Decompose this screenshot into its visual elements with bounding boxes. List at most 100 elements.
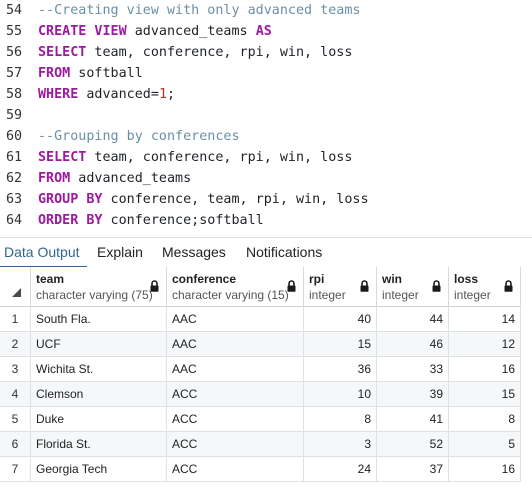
sql-identifier: team, conference, rpi, win, loss: [86, 45, 353, 60]
line-number: 54: [6, 3, 23, 18]
cell-win[interactable]: 44: [377, 307, 449, 332]
cell-win[interactable]: 37: [377, 457, 449, 482]
cell-team[interactable]: UCF: [31, 332, 167, 357]
cell-loss[interactable]: 14: [449, 307, 521, 332]
cell-conference[interactable]: AAC: [167, 332, 304, 357]
cell-conference[interactable]: ACC: [167, 407, 304, 432]
sql-keyword: GROUP BY: [38, 192, 103, 207]
code-text: --Grouping by conferences: [38, 126, 240, 147]
cell-team[interactable]: Georgia Tech: [31, 457, 167, 482]
cell-win[interactable]: 52: [377, 432, 449, 457]
line-number: 62: [6, 171, 23, 186]
column-type: integer: [382, 288, 419, 302]
sql-keyword: AS: [255, 24, 272, 39]
cell-team[interactable]: South Fla.: [31, 307, 167, 332]
row-number[interactable]: 5: [0, 407, 31, 432]
cell-win[interactable]: 39: [377, 382, 449, 407]
cell-team[interactable]: Duke: [31, 407, 167, 432]
cell-rpi[interactable]: 15: [304, 332, 377, 357]
cell-loss[interactable]: 16: [449, 457, 521, 482]
column-name: win: [382, 272, 402, 286]
row-number[interactable]: 3: [0, 357, 31, 382]
cell-win[interactable]: 41: [377, 407, 449, 432]
cell-loss[interactable]: 12: [449, 332, 521, 357]
cell-conference[interactable]: ACC: [167, 432, 304, 457]
tab-messages[interactable]: Messages: [162, 244, 226, 260]
sql-identifier: conference, team, rpi, win, loss: [102, 192, 369, 207]
row-number[interactable]: 4: [0, 382, 31, 407]
lock-icon: [360, 280, 369, 292]
code-text: SELECT team, conference, rpi, win, loss: [38, 42, 352, 63]
code-text: WHERE advanced=1;: [38, 84, 175, 105]
code-text: --Creating view with only advanced teams: [38, 0, 360, 21]
row-number[interactable]: 2: [0, 332, 31, 357]
cell-conference[interactable]: AAC: [167, 357, 304, 382]
column-type: character varying (15): [172, 288, 289, 302]
line-number: 56: [6, 45, 23, 60]
cell-team[interactable]: Florida St.: [31, 432, 167, 457]
cell-rpi[interactable]: 8: [304, 407, 377, 432]
cell-conference[interactable]: ACC: [167, 382, 304, 407]
lock-icon: [432, 280, 441, 292]
column-name: conference: [172, 272, 237, 286]
column-header-conference[interactable]: conference character varying (15): [167, 267, 304, 307]
cell-conference[interactable]: ACC: [167, 457, 304, 482]
tab-explain[interactable]: Explain: [97, 244, 143, 260]
sql-keyword: ORDER BY: [38, 213, 103, 228]
code-text: GROUP BY conference, team, rpi, win, los…: [38, 189, 369, 210]
cell-rpi[interactable]: 24: [304, 457, 377, 482]
code-text: FROM softball: [38, 63, 143, 84]
line-number: 60: [6, 129, 23, 144]
sql-keyword: SELECT: [38, 150, 87, 165]
result-tabs: Data Output Explain Messages Notifications: [0, 237, 532, 269]
line-number: 64: [6, 213, 23, 228]
column-name: team: [36, 272, 65, 286]
line-number: 61: [6, 150, 23, 165]
code-text: SELECT team, conference, rpi, win, loss: [38, 147, 352, 168]
sql-identifier: softball: [70, 66, 143, 81]
lock-icon: [150, 280, 159, 292]
column-header-win[interactable]: win integer: [377, 267, 449, 307]
row-number[interactable]: 1: [0, 307, 31, 332]
cell-loss[interactable]: 5: [449, 432, 521, 457]
select-all-corner[interactable]: [0, 267, 31, 307]
sql-keyword: CREATE VIEW: [38, 24, 127, 39]
column-name: loss: [454, 272, 479, 286]
sql-keyword: FROM: [38, 171, 71, 186]
column-type: integer: [454, 288, 491, 302]
line-number: 55: [6, 24, 23, 39]
cell-rpi[interactable]: 10: [304, 382, 377, 407]
cell-loss[interactable]: 8: [449, 407, 521, 432]
cell-rpi[interactable]: 40: [304, 307, 377, 332]
sql-identifier: ;: [167, 87, 176, 102]
tab-notifications[interactable]: Notifications: [246, 244, 323, 260]
cell-rpi[interactable]: 36: [304, 357, 377, 382]
cell-conference[interactable]: AAC: [167, 307, 304, 332]
code-text: CREATE VIEW advanced_teams AS: [38, 21, 272, 42]
cell-win[interactable]: 46: [377, 332, 449, 357]
sql-editor[interactable]: 54 --Creating view with only advanced tea…: [0, 0, 532, 236]
tab-data-output[interactable]: Data Output: [4, 244, 80, 260]
sql-keyword: WHERE: [38, 87, 79, 102]
code-text: FROM advanced_teams: [38, 168, 191, 189]
cell-win[interactable]: 33: [377, 357, 449, 382]
cell-team[interactable]: Clemson: [31, 382, 167, 407]
row-number[interactable]: 6: [0, 432, 31, 457]
cell-rpi[interactable]: 3: [304, 432, 377, 457]
cell-team[interactable]: Wichita St.: [31, 357, 167, 382]
cell-loss[interactable]: 16: [449, 357, 521, 382]
cell-loss[interactable]: 15: [449, 382, 521, 407]
row-number[interactable]: 7: [0, 457, 31, 482]
sql-comment: --Grouping by conferences: [38, 129, 240, 144]
column-header-loss[interactable]: loss integer: [449, 267, 521, 307]
